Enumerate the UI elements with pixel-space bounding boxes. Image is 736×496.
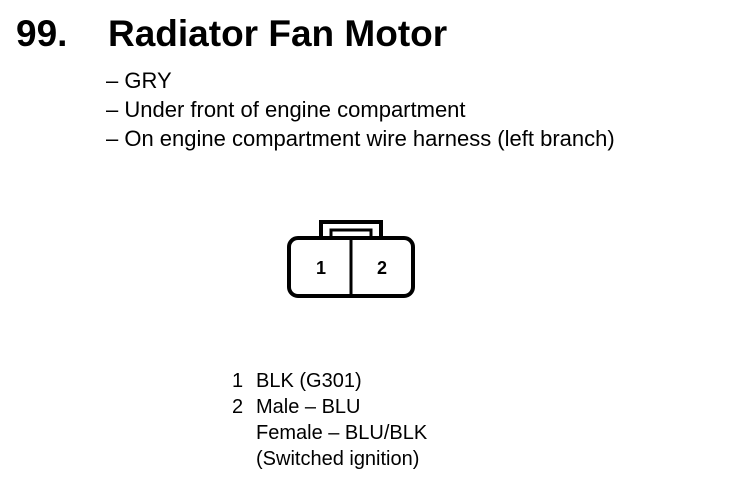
pinout-pin-number: 1: [232, 370, 244, 392]
connector-pin-2: 2: [377, 258, 387, 278]
connector-diagram: 1 2: [287, 220, 415, 298]
connector-color: – GRY: [106, 68, 172, 93]
connector-lock-latch: [329, 228, 373, 238]
pinout-note: (Switched ignition): [256, 448, 420, 470]
pinout-description: BLK (G301): [256, 370, 362, 392]
connector-harness: – On engine compartment wire harness (le…: [106, 126, 615, 151]
page-title: Radiator Fan Motor: [108, 13, 448, 54]
connector-location: – Under front of engine compartment: [106, 97, 466, 122]
section-number: 99.: [16, 13, 68, 54]
pinout-description: Female – BLU/BLK: [256, 422, 428, 444]
connector-details: – GRY – Under front of engine compartmen…: [106, 66, 615, 153]
connector-pin-1: 1: [316, 258, 326, 278]
pinout-pin-number: 2: [232, 396, 244, 418]
connector-lock-tab: [319, 220, 383, 238]
pinout-description: Male – BLU: [256, 396, 361, 418]
